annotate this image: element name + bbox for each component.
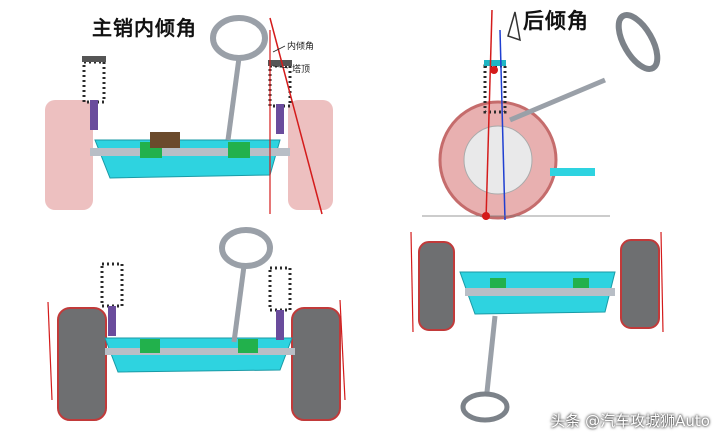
left-strut	[82, 56, 106, 130]
steering-column	[225, 57, 242, 141]
arrow-indicator	[507, 11, 521, 42]
left-strut-bottom	[100, 262, 124, 336]
top-steering-column	[484, 315, 498, 393]
caster-strut	[483, 60, 507, 114]
kingpin-axis-line	[269, 17, 323, 215]
subframe	[94, 139, 281, 179]
tower-top-label: 塔顶	[292, 65, 311, 75]
caster-title: 后倾角	[523, 8, 589, 33]
lower-arm	[550, 168, 595, 176]
right-strut-bottom	[268, 266, 292, 340]
steering-wheel-side	[615, 12, 661, 72]
caster-vertical-line	[499, 29, 506, 221]
right-tire	[288, 100, 333, 210]
left-boot-bottom	[140, 339, 160, 353]
label-pointer-2	[272, 65, 289, 69]
kingpin-inclination-title: 主销内倾角	[92, 16, 197, 40]
label-pointer	[272, 45, 286, 53]
caster-axis-line	[485, 9, 493, 221]
left-tire	[45, 100, 93, 210]
caster-diagram	[422, 9, 661, 221]
top-right-line	[660, 232, 664, 333]
steering-rack	[90, 148, 290, 156]
caster-top-point	[490, 66, 498, 74]
top-steering-rack	[465, 288, 615, 296]
center-gearbox	[150, 132, 180, 148]
top-left-tire	[418, 241, 455, 331]
right-boot-bottom	[238, 339, 258, 353]
right-tire-bottom	[291, 307, 341, 421]
left-tire-bottom	[57, 307, 107, 421]
top-view-diagram	[410, 232, 664, 423]
steering-rack-bottom	[105, 348, 295, 355]
top-steering-wheel	[460, 391, 510, 423]
top-right-tire	[620, 239, 660, 329]
steering-link	[509, 77, 606, 123]
top-boot-left	[490, 278, 506, 288]
caster-ground-point	[482, 212, 490, 220]
wheel-hub	[463, 125, 533, 195]
steering-wheel	[210, 15, 268, 61]
right-boot	[228, 142, 250, 158]
kingpin-inclination-diagram	[45, 15, 333, 215]
watermark: 头条 @汽车攻城狮Auto	[550, 412, 710, 430]
top-boot-right	[573, 278, 589, 288]
steering-column-bottom	[231, 265, 247, 343]
steering-wheel-bottom	[219, 227, 273, 269]
front-view-diagram	[47, 227, 346, 421]
left-kingpin-line	[47, 301, 53, 401]
right-kingpin-line	[339, 299, 346, 401]
top-left-line	[410, 232, 414, 333]
inner-tilt-angle-label: 内倾角	[287, 42, 315, 52]
